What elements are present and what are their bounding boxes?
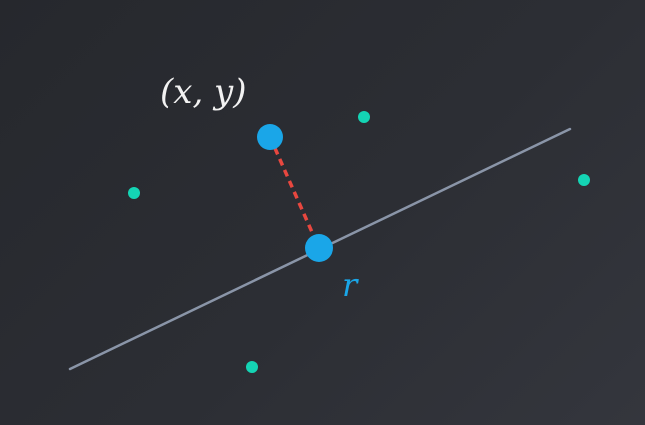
point-xy-label: (x, y)	[160, 72, 247, 112]
residual-dashed-segment	[268, 136, 321, 249]
point-r-projection	[305, 234, 333, 262]
scatter-point	[128, 187, 140, 199]
point-xy	[257, 124, 283, 150]
scatter-point	[578, 174, 590, 186]
scatter-point	[358, 111, 370, 123]
scatter-point	[246, 361, 258, 373]
projection-r-label: r	[342, 266, 359, 304]
